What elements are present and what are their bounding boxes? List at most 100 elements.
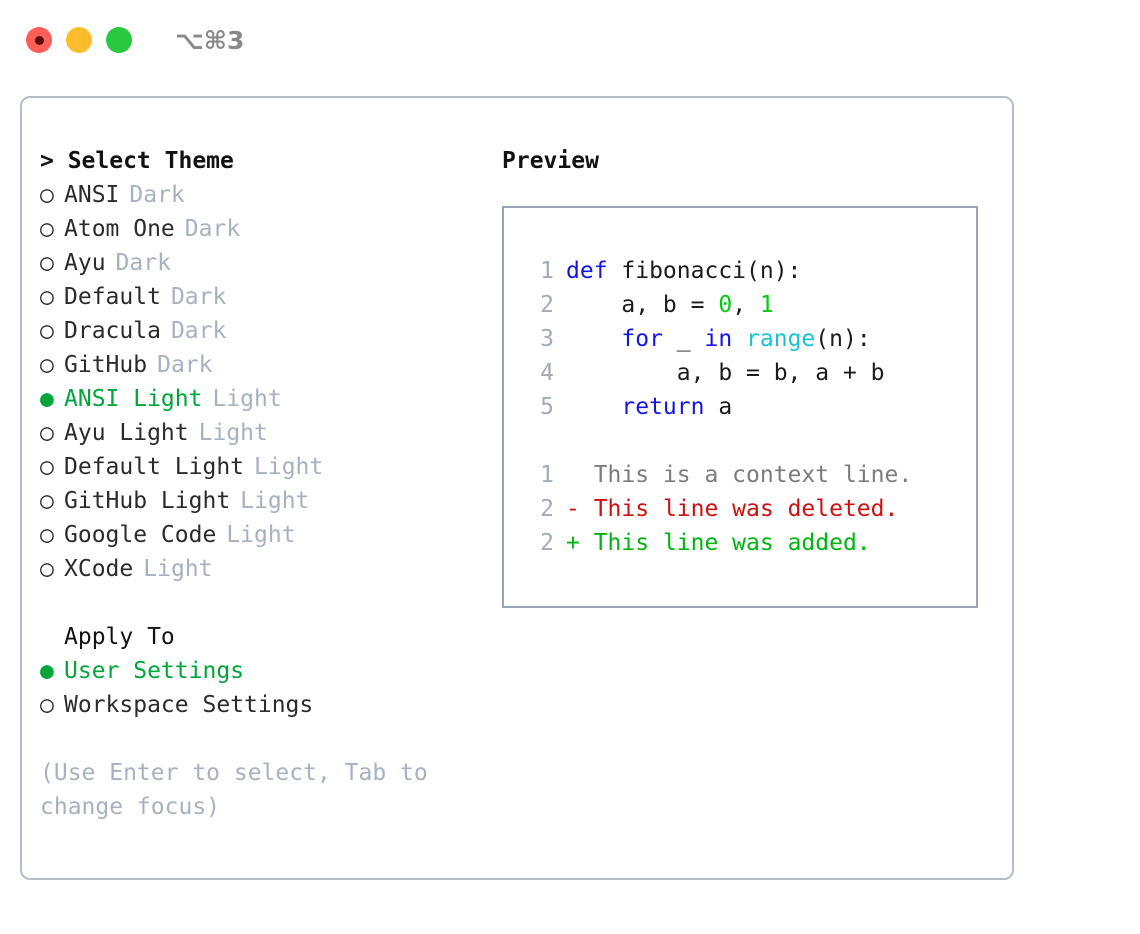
radio-selected-icon: ● — [40, 386, 54, 412]
keyboard-hint-text: (Use Enter to select, Tab to change focu… — [40, 760, 428, 820]
theme-name-label: ANSI — [64, 182, 120, 208]
code-token: a, b = b, a + b — [566, 360, 885, 386]
theme-name-label: XCode — [64, 556, 134, 582]
theme-variant-badge: Dark — [170, 318, 227, 344]
code-token: (n): — [815, 326, 871, 352]
theme-list-item[interactable]: ○ GitHub Light Light — [40, 484, 490, 518]
theme-list-item[interactable]: ○ ANSI Dark — [40, 178, 490, 212]
radio-unselected-icon: ○ — [40, 352, 54, 378]
code-line-number: 1 — [540, 258, 554, 284]
minimize-button-icon[interactable] — [66, 27, 92, 53]
theme-list-item[interactable]: ○ Dracula Dark — [40, 314, 490, 348]
code-line-number: 4 — [540, 360, 554, 386]
theme-name-label: GitHub Light — [64, 488, 231, 514]
diff-text: This is a context line. — [593, 462, 913, 488]
code-line-number: 5 — [540, 394, 554, 420]
close-button-icon[interactable] — [26, 27, 52, 53]
title-bar: ⌥⌘3 — [0, 0, 1140, 80]
diff-marker: - — [566, 496, 594, 522]
theme-variant-badge: Light — [254, 454, 324, 480]
theme-name-label: Ayu — [64, 250, 106, 276]
code-line: 4 a, b = b, a + b — [526, 356, 976, 390]
diff-marker — [566, 458, 594, 492]
theme-variant-badge: Dark — [115, 250, 171, 276]
theme-name-label: Default Light — [64, 454, 245, 480]
code-token: _ — [662, 326, 705, 352]
diff-text: This line was deleted. — [593, 496, 899, 522]
code-token: a — [704, 394, 733, 420]
preview-heading: Preview — [502, 148, 599, 174]
code-token: a, b = — [566, 292, 719, 318]
code-token: in — [704, 326, 733, 352]
radio-unselected-icon: ○ — [40, 182, 54, 208]
theme-variant-badge: Light — [143, 556, 213, 582]
apply-to-label: Workspace Settings — [64, 692, 314, 718]
diff-line-number: 1 — [540, 462, 554, 488]
radio-unselected-icon: ○ — [40, 454, 54, 480]
theme-name-label: Atom One — [64, 216, 175, 242]
code-token — [732, 322, 746, 356]
theme-name-label: ANSI Light — [64, 386, 203, 412]
diff-line-number: 2 — [540, 496, 554, 522]
code-line: 3 for _ in range(n): — [526, 322, 976, 356]
theme-variant-badge: Dark — [157, 352, 213, 378]
radio-unselected-icon: ○ — [40, 420, 54, 446]
theme-name-label: GitHub — [64, 352, 148, 378]
diff-line: 2- This line was deleted. — [526, 492, 976, 526]
code-token: for — [621, 326, 663, 352]
theme-variant-badge: Dark — [129, 182, 185, 208]
radio-unselected-icon: ○ — [40, 488, 54, 514]
apply-to-option[interactable]: ○ Workspace Settings — [40, 688, 490, 722]
code-token: return — [621, 394, 705, 420]
apply-to-heading: Apply To — [64, 624, 175, 650]
apply-to-label: User Settings — [64, 658, 245, 684]
diff-marker: + — [566, 530, 594, 556]
apply-to-list: ● User Settings ○ Workspace Settings — [40, 654, 490, 722]
radio-selected-icon: ● — [40, 658, 54, 684]
apply-to-option[interactable]: ● User Settings — [40, 654, 490, 688]
theme-variant-badge: Dark — [184, 216, 241, 242]
code-line-number: 2 — [540, 292, 554, 318]
diff-line: 2 + This line was added. — [526, 526, 976, 560]
code-token: range — [746, 326, 816, 352]
code-line: 5 return a — [526, 390, 976, 424]
theme-name-label: Google Code — [64, 522, 217, 548]
keyboard-shortcut-label: ⌥⌘3 — [175, 25, 245, 55]
diff-text: This line was added. — [593, 530, 871, 556]
code-token: , — [732, 292, 760, 318]
theme-variant-badge: Light — [240, 488, 310, 514]
radio-unselected-icon: ○ — [40, 318, 54, 344]
theme-list-item[interactable]: ○ GitHub Dark — [40, 348, 490, 382]
code-diff-spacer — [504, 424, 976, 458]
list-spacer — [40, 586, 490, 620]
code-token: fibonacci(n): — [621, 258, 802, 284]
code-token: 0 — [718, 292, 733, 318]
code-line: 2 a, b = 0, 1 — [526, 288, 976, 322]
diff-line: 1 This is a context line. — [526, 458, 976, 492]
code-line-number: 3 — [540, 326, 554, 352]
maximize-button-icon[interactable] — [106, 27, 132, 53]
radio-unselected-icon: ○ — [40, 284, 54, 310]
diff-sample: 1 This is a context line.2- This line wa… — [504, 458, 976, 560]
code-token — [566, 390, 621, 424]
radio-unselected-icon: ○ — [40, 522, 54, 548]
theme-name-label: Dracula — [64, 318, 161, 344]
radio-unselected-icon: ○ — [40, 692, 54, 718]
theme-name-label: Ayu Light — [64, 420, 189, 446]
theme-list-item[interactable]: ○ Default Light Light — [40, 450, 490, 484]
diff-line-number: 2 — [540, 530, 554, 556]
